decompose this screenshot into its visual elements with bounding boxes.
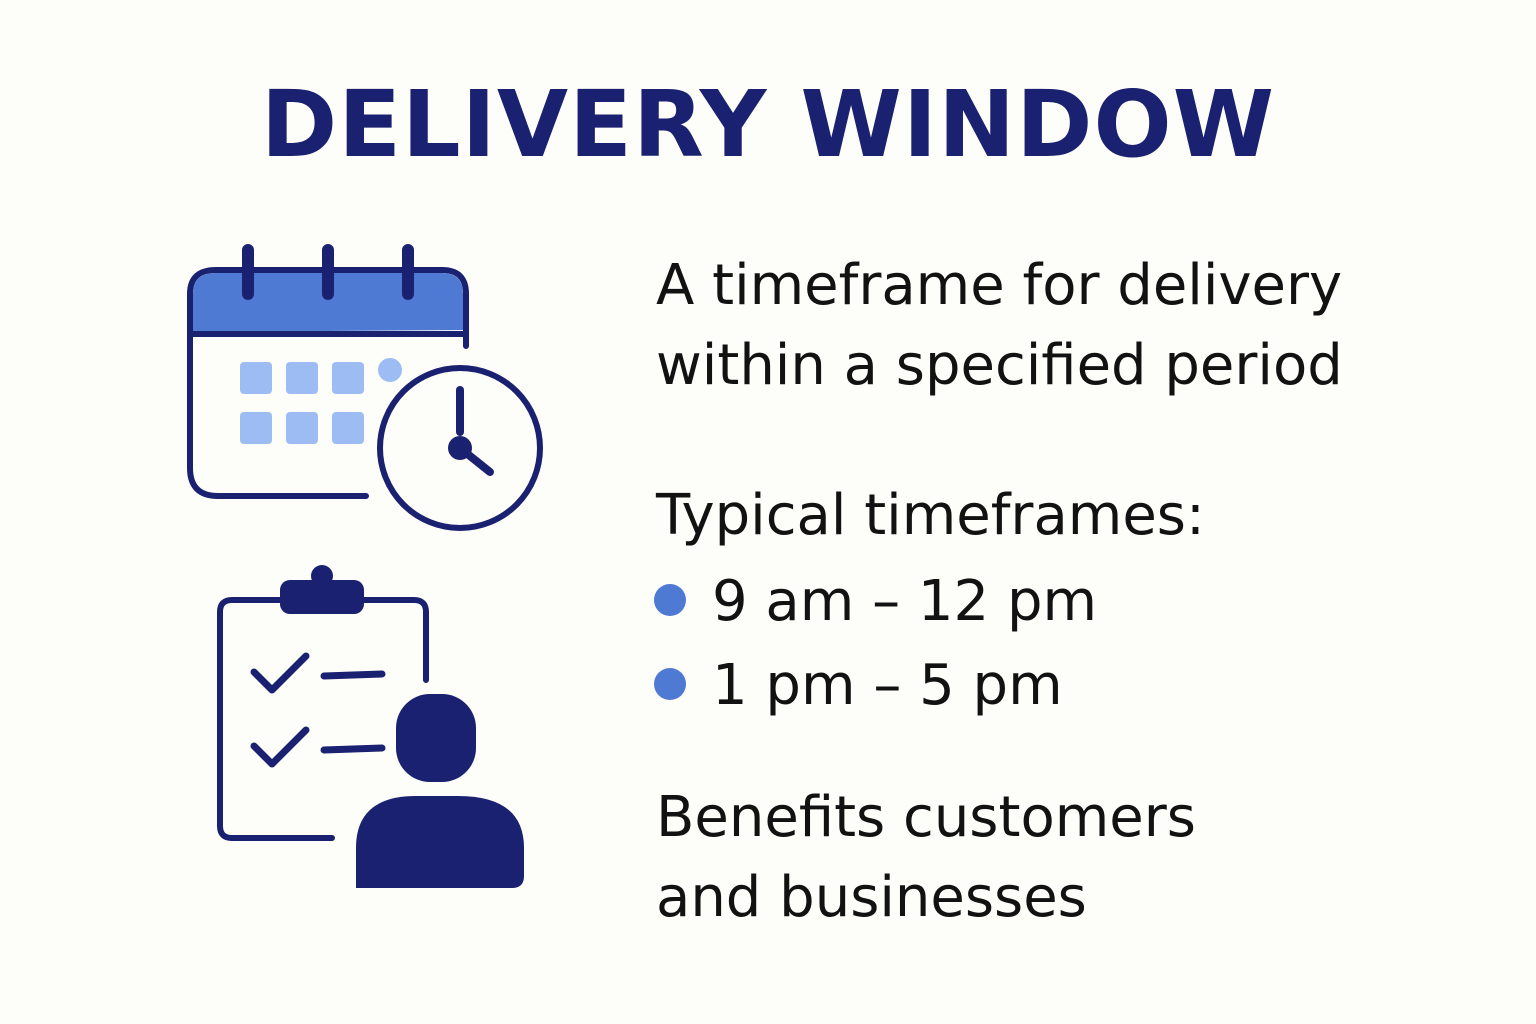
page-title: DELIVERY WINDOW: [260, 71, 1276, 178]
timeframe-text: 9 am – 12 pm: [712, 569, 1098, 634]
clock-icon: [377, 365, 543, 531]
list-item: 9 am – 12 pm: [654, 560, 1097, 644]
bullet-dot-icon: [654, 584, 686, 616]
benefits-line-2: and businesses: [656, 865, 1087, 930]
timeframes-list: 9 am – 12 pm 1 pm – 5 pm: [654, 560, 1097, 728]
definition-line-2: within a specified period: [656, 333, 1343, 398]
calendar-icon: [187, 244, 543, 531]
timeframe-text: 1 pm – 5 pm: [712, 653, 1063, 718]
list-item: 1 pm – 5 pm: [654, 644, 1097, 728]
typical-timeframes-heading: Typical timeframes:: [656, 483, 1205, 548]
bullet-dot-icon: [654, 668, 686, 700]
benefits-text: Benefits customers and businesses: [656, 778, 1196, 938]
person-icon: [356, 694, 524, 888]
clipboard-person-illustration: [210, 560, 530, 895]
benefits-line-1: Benefits customers: [656, 785, 1196, 850]
definition-text: A timeframe for delivery within a specif…: [656, 246, 1343, 406]
calendar-clock-illustration: [180, 236, 550, 536]
clipboard-icon: [217, 565, 524, 888]
definition-line-1: A timeframe for delivery: [656, 253, 1343, 318]
